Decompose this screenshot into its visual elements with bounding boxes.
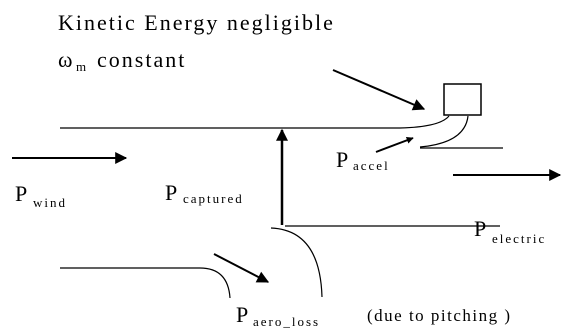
aero-loss-curve	[199, 267, 231, 299]
p-wind-sub: wind	[33, 195, 67, 210]
p-aero-loss-sub: aero_loss	[253, 314, 320, 329]
aero-loss-arrow	[213, 253, 270, 283]
annotation-line2: ω m constant	[58, 47, 186, 74]
top-flow-curve	[399, 115, 450, 129]
annotation-constant: constant	[97, 47, 186, 72]
p-captured-main: P	[165, 180, 177, 205]
annotation-line1: Kinetic Energy negligible	[58, 10, 335, 35]
p-aero-loss-label: P aero_loss (due to pitching )	[236, 302, 512, 329]
p-accel-sub: accel	[353, 158, 390, 173]
p-wind-main: P	[15, 181, 27, 206]
p-electric-sub: electric	[492, 231, 546, 246]
accel-arrow	[375, 136, 414, 153]
p-captured-label: P captured	[165, 180, 244, 206]
p-accel-main: P	[336, 147, 348, 172]
omega-subscript: m	[76, 59, 88, 74]
p-captured-sub: captured	[183, 191, 244, 206]
annotation-arrow	[332, 69, 426, 111]
omega-symbol: ω	[58, 47, 74, 72]
p-electric-main: P	[474, 216, 486, 241]
p-aero-loss-note: (due to pitching )	[367, 306, 512, 325]
p-accel-label: P accel	[336, 147, 390, 173]
generator-box	[443, 83, 482, 116]
p-aero-loss-main: P	[236, 302, 248, 327]
box-exit-curve	[419, 115, 469, 148]
p-electric-label: P electric	[474, 216, 546, 246]
lower-flow-curve	[270, 227, 323, 298]
p-wind-label: P wind	[15, 181, 67, 210]
